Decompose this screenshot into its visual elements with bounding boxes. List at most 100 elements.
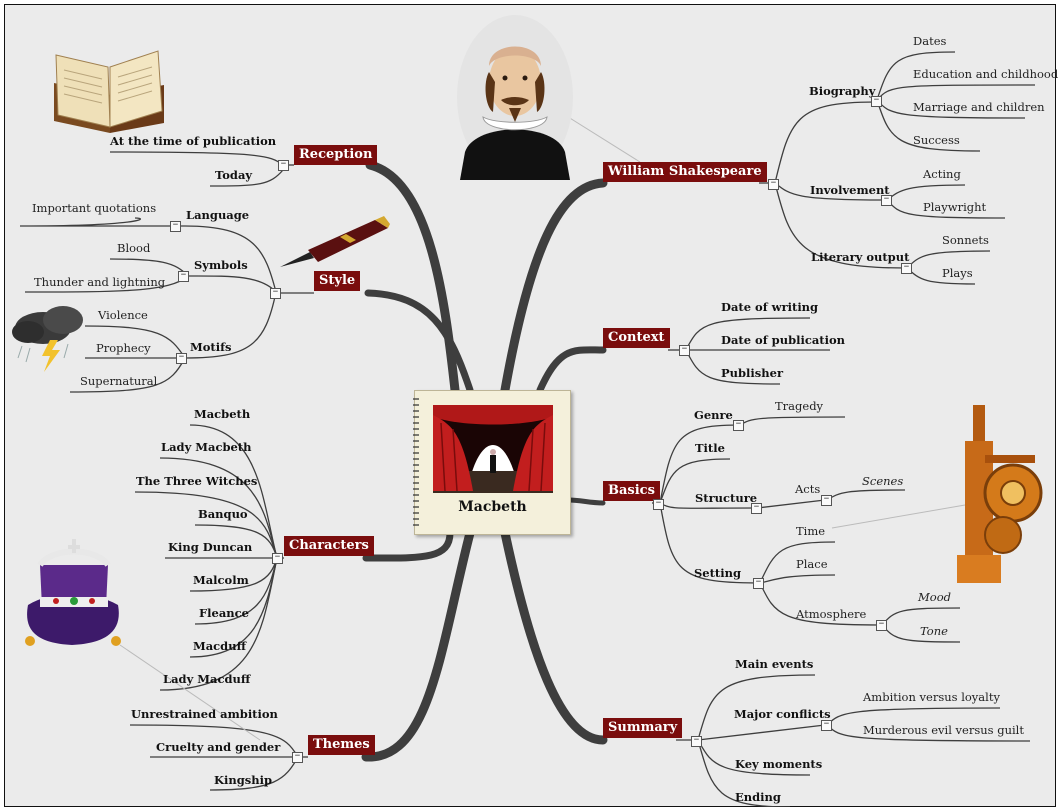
branch-william-shakespeare[interactable]: William Shakespeare <box>603 162 767 182</box>
branch-summary[interactable]: Summary <box>603 718 683 738</box>
branch-connector-themes <box>361 528 475 762</box>
collapse-toggle[interactable]: − <box>871 96 882 107</box>
character-item[interactable]: Fleance <box>199 606 249 620</box>
motifs-item[interactable]: Prophecy <box>96 341 151 355</box>
collapse-toggle[interactable]: − <box>270 288 281 299</box>
basics-structure[interactable]: Structure <box>695 491 758 505</box>
structure-acts[interactable]: Acts <box>795 482 821 496</box>
collapse-toggle[interactable]: − <box>753 578 764 589</box>
summary-major-conflicts[interactable]: Major conflicts <box>734 707 831 721</box>
fountain-pen-icon <box>280 216 390 267</box>
collapse-toggle[interactable]: − <box>901 263 912 274</box>
structure-scenes[interactable]: Scenes <box>862 474 904 488</box>
biography-item[interactable]: Dates <box>913 34 947 48</box>
character-item[interactable]: Macbeth <box>194 407 251 421</box>
collapse-toggle[interactable]: − <box>821 720 832 731</box>
atmosphere-item[interactable]: Mood <box>918 590 951 604</box>
storm-cloud-icon <box>12 306 83 372</box>
branch-themes[interactable]: Themes <box>308 735 375 755</box>
character-item[interactable]: King Duncan <box>168 540 253 554</box>
collapse-toggle[interactable]: − <box>278 160 289 171</box>
style-language[interactable]: Language <box>186 208 250 222</box>
branch-connector-shakespeare <box>500 178 608 395</box>
collapse-toggle[interactable]: − <box>881 195 892 206</box>
branch-connector-summary <box>500 528 608 745</box>
branch-connector-basics <box>566 497 606 506</box>
collapse-toggle[interactable]: − <box>170 221 181 232</box>
summary-main-events[interactable]: Main events <box>735 657 814 671</box>
literary-item[interactable]: Sonnets <box>942 233 989 247</box>
character-item[interactable]: Lady Macbeth <box>161 440 252 454</box>
setting-item[interactable]: Place <box>796 557 828 571</box>
branch-context[interactable]: Context <box>603 328 670 348</box>
collapse-toggle[interactable]: − <box>292 752 303 763</box>
character-item[interactable]: Lady Macduff <box>163 672 251 686</box>
collapse-toggle[interactable]: − <box>876 620 887 631</box>
motifs-item[interactable]: Violence <box>98 308 148 322</box>
biography-item[interactable]: Marriage and children <box>913 100 1045 114</box>
context-item[interactable]: Date of publication <box>721 333 846 347</box>
branch-connector-context <box>536 346 607 394</box>
context-item[interactable]: Publisher <box>721 366 783 380</box>
character-item[interactable]: Banquo <box>198 507 248 521</box>
collapse-toggle[interactable]: − <box>768 179 779 190</box>
collapse-toggle[interactable]: − <box>751 503 762 514</box>
basics-genre[interactable]: Genre <box>694 408 733 422</box>
reception-item[interactable]: Today <box>215 168 253 182</box>
central-topic-title: Macbeth <box>458 499 527 515</box>
collapse-toggle[interactable]: − <box>821 495 832 506</box>
genre-item[interactable]: Tragedy <box>775 399 824 413</box>
summary-ending[interactable]: Ending <box>735 790 781 804</box>
branch-characters[interactable]: Characters <box>284 536 374 556</box>
branch-style[interactable]: Style <box>314 271 361 291</box>
stage-curtain-image <box>433 405 553 493</box>
branch-basics[interactable]: Basics <box>603 481 660 501</box>
collapse-toggle[interactable]: − <box>679 345 690 356</box>
collapse-toggle[interactable]: − <box>653 499 664 510</box>
summary-key-moments[interactable]: Key moments <box>735 757 823 771</box>
conflict-item[interactable]: Ambition versus loyalty <box>863 690 1000 704</box>
setting-atmosphere[interactable]: Atmosphere <box>796 607 867 621</box>
shakespeare-biography[interactable]: Biography <box>809 84 876 98</box>
branch-reception[interactable]: Reception <box>294 145 378 165</box>
character-item[interactable]: Malcolm <box>193 573 249 587</box>
notebook-spiral-icon <box>413 398 419 526</box>
involvement-item[interactable]: Acting <box>923 167 961 181</box>
collapse-toggle[interactable]: − <box>691 736 702 747</box>
conflict-item[interactable]: Murderous evil versus guilt <box>863 723 1024 737</box>
biography-item[interactable]: Success <box>913 133 960 147</box>
branch-connector-characters <box>362 529 454 562</box>
collapse-toggle[interactable]: − <box>178 271 189 282</box>
symbols-item[interactable]: Blood <box>117 241 151 255</box>
collapse-toggle[interactable]: − <box>176 353 187 364</box>
style-symbols[interactable]: Symbols <box>194 258 248 272</box>
setting-item[interactable]: Time <box>796 524 826 538</box>
shakespeare-involvement[interactable]: Involvement <box>810 183 890 197</box>
central-topic[interactable]: Macbeth <box>413 390 571 535</box>
involvement-item[interactable]: Playwright <box>923 200 987 214</box>
theme-item[interactable]: Cruelty and gender <box>156 740 281 754</box>
theme-item[interactable]: Unrestrained ambition <box>131 707 278 721</box>
shakespeare-portrait-icon <box>457 15 573 180</box>
collapse-toggle[interactable]: − <box>733 420 744 431</box>
branch-connector-style <box>364 289 474 394</box>
basics-setting[interactable]: Setting <box>694 566 742 580</box>
basics-title[interactable]: Title <box>695 441 725 455</box>
literary-item[interactable]: Plays <box>942 266 973 280</box>
shakespeare-literary-output[interactable]: Literary output <box>811 250 910 264</box>
reception-item[interactable]: At the time of publication <box>110 134 277 148</box>
theme-item[interactable]: Kingship <box>214 773 273 787</box>
character-item[interactable]: The Three Witches <box>136 474 258 488</box>
symbols-item[interactable]: Thunder and lightning <box>34 275 166 289</box>
character-item[interactable]: Macduff <box>193 639 247 653</box>
biography-item[interactable]: Education and childhood <box>913 67 1058 81</box>
atmosphere-item[interactable]: Tone <box>920 624 948 638</box>
style-motifs[interactable]: Motifs <box>190 340 232 354</box>
collapse-toggle[interactable]: − <box>272 553 283 564</box>
clock-mechanism-icon <box>957 405 1043 583</box>
motifs-item[interactable]: Supernatural <box>80 374 158 388</box>
context-item[interactable]: Date of writing <box>721 300 819 314</box>
language-item[interactable]: Important quotations <box>32 201 157 215</box>
